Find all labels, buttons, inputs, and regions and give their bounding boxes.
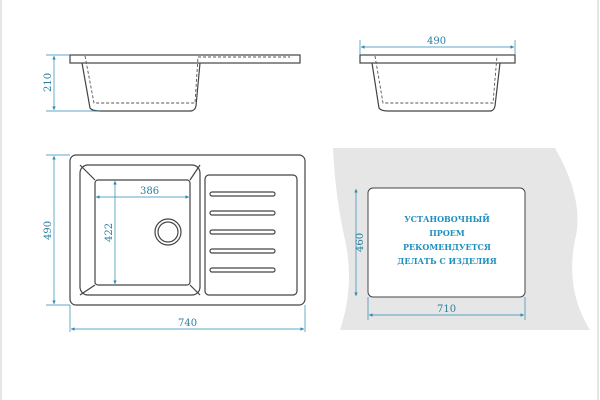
dim-cutout-height: 460 [355, 233, 366, 252]
dim-side-width: 490 [427, 36, 446, 47]
note-line-2: ПРОЕМ [429, 228, 465, 238]
dim-top-height: 490 [43, 221, 54, 240]
dim-total-width: 740 [178, 318, 197, 329]
cutout-view: УСТАНОВОЧНЫЙ ПРОЕМ РЕКОМЕНДУЕТСЯ ДЕЛАТЬ … [333, 148, 590, 330]
top-view: 386 422 490 740 [43, 154, 306, 332]
note-line-1: УСТАНОВОЧНЫЙ [404, 214, 490, 224]
note-line-4: ДЕЛАТЬ С ИЗДЕЛИЯ [397, 256, 497, 266]
side-view-short: 490 [359, 36, 516, 112]
dim-bowl-height: 422 [104, 223, 115, 242]
dim-side-height: 210 [43, 73, 54, 92]
dim-bowl-width: 386 [140, 186, 159, 197]
drain-hole [154, 218, 182, 246]
cutout-opening [367, 187, 526, 298]
drainboard-ribs [209, 191, 276, 273]
side-view-long: 210 [43, 54, 301, 112]
note-line-3: РЕКОМЕНДУЕТСЯ [403, 242, 491, 252]
dim-cutout-width: 710 [437, 304, 456, 315]
